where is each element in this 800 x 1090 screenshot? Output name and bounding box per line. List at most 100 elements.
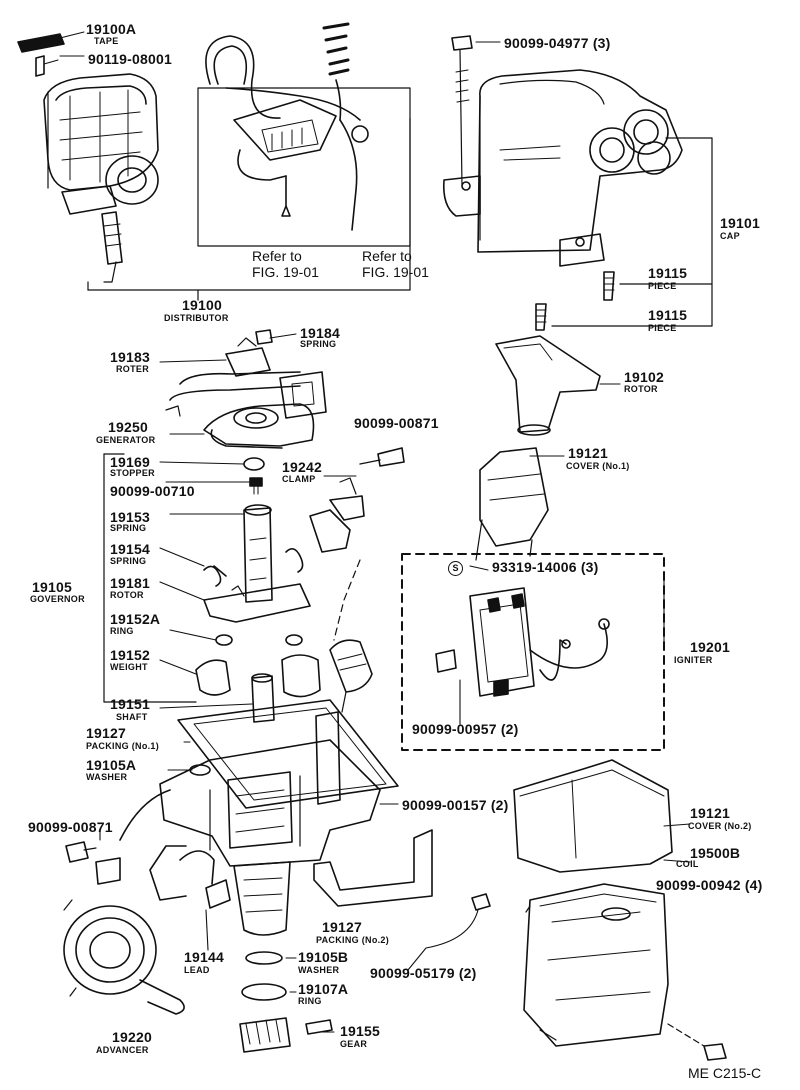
cover-no1-part-number: 19121: [568, 445, 608, 461]
screw-00710-part-number: 90099-00710: [110, 483, 195, 499]
lead-drawing: [119, 789, 231, 909]
bolt-00942-part-number: 90099-00942 (4): [656, 877, 763, 893]
distributor-part-number: 19100: [182, 297, 222, 313]
bolt-00871-drawing: [359, 447, 405, 467]
shaft-housing-drawing: [251, 673, 275, 723]
stopper-drawing: [243, 457, 265, 471]
refer-note-2-line2: FIG. 19-01: [362, 264, 429, 280]
bolt-08001-part-number: 90119-08001: [88, 51, 172, 67]
screw-00710-drawing: [249, 477, 263, 495]
governor-part-number: 19105: [32, 579, 72, 595]
gear-part-name: GEAR: [340, 1039, 368, 1049]
advancer-part-name: ADVANCER: [96, 1045, 149, 1055]
harness-drawing: [197, 22, 411, 247]
nut-leader: [407, 909, 479, 971]
bolt-00871b-part-number: 90099-00871: [28, 819, 113, 835]
distributor-assembly-drawing: [35, 55, 159, 283]
generator-drawing: [203, 371, 327, 449]
cap-bracket: [551, 137, 713, 327]
screw-93319-part-number: 93319-14006 (3): [492, 559, 599, 575]
lead-part-name: LEAD: [184, 965, 210, 975]
screw-04977-part-number: 90099-04977 (3): [504, 35, 611, 51]
spring-19184-part-name: SPRING: [300, 339, 337, 349]
gear-part-number: 19155: [340, 1023, 380, 1039]
igniter-part-name: IGNITER: [674, 655, 713, 665]
cover-no2-part-name: COVER (No.2): [688, 821, 752, 831]
packing-no1-part-number: 19127: [86, 725, 126, 741]
piece-a-part-name: PIECE: [648, 281, 677, 291]
refer-note-1-line2: FIG. 19-01: [252, 264, 319, 280]
weight-drawing: [195, 654, 321, 698]
piece-a-part-number: 19115: [648, 265, 688, 281]
nut-05179-drawing: [471, 893, 491, 911]
nut-05179-part-number: 90099-05179 (2): [370, 965, 477, 981]
refer-note-1-line1: Refer to: [252, 248, 302, 264]
roter-part-name: ROTER: [116, 364, 149, 374]
tape-part-name: TAPE: [94, 36, 119, 46]
packing-no1-part-name: PACKING (No.1): [86, 741, 160, 751]
ring-19107A-part-name: RING: [298, 996, 322, 1006]
rotor-19181-part-name: ROTOR: [110, 590, 144, 600]
piece-b-part-number: 19115: [648, 307, 688, 323]
cap-part-name: CAP: [720, 231, 740, 241]
bolt-00871b-drawing: [65, 841, 121, 885]
rotor-drawing: [495, 335, 601, 436]
ring-19152A-drawing: [215, 634, 303, 646]
cover-no2-drawing: [513, 759, 673, 873]
lead-part-number: 19144: [184, 949, 224, 965]
weight-part-name: WEIGHT: [110, 662, 148, 672]
packing-no1-drawing: [177, 699, 399, 809]
spring-19154-drawing: [203, 565, 227, 587]
distributor-cap-drawing: [442, 35, 683, 267]
ring-19107A-part-number: 19107A: [298, 981, 349, 997]
bolt-00157-part-number: 90099-00157 (2): [402, 797, 509, 813]
cap-piece-drawing: [535, 271, 615, 331]
housing-drawing: [159, 711, 381, 936]
washer-19105A-drawing: [189, 764, 211, 776]
tape-part-number: 19100A: [86, 21, 137, 37]
spring-19154-part-number: 19154: [110, 541, 150, 557]
igniter-part-number: 19201: [690, 639, 730, 655]
stopper-part-name: STOPPER: [110, 468, 155, 478]
packing-no2-drawing: [313, 829, 433, 907]
spring-19184-part-number: 19184: [300, 325, 340, 341]
governor-bracket: [103, 453, 197, 703]
s-mark-badge: S: [448, 559, 463, 576]
figure-code: ME C215-C: [688, 1065, 762, 1081]
cover-no1-part-name: COVER (No.1): [566, 461, 630, 471]
ring-19107A-drawing: [241, 983, 287, 1001]
clamp-part-number: 19242: [282, 459, 322, 475]
washer-19105B-drawing: [245, 951, 283, 965]
stopper-part-number: 19169: [110, 454, 150, 470]
generator-part-name: GENERATOR: [96, 435, 156, 445]
coil-part-name: COIL: [676, 859, 699, 869]
governor-part-name: GOVERNOR: [30, 594, 85, 604]
bolt-00957-part-number: 90099-00957 (2): [412, 721, 519, 737]
refer-note-2-line1: Refer to: [362, 248, 412, 264]
coil-drawing: [523, 883, 669, 1047]
igniter-drawing: [435, 587, 610, 697]
shaft-part-number: 19151: [110, 696, 150, 712]
advancer-drawing: [63, 899, 185, 1015]
gear-drawing: [239, 1017, 333, 1053]
igniter-dashed-box: [401, 553, 665, 751]
washer-19105A-part-name: WASHER: [86, 772, 128, 782]
packing-no2-part-number: 19127: [322, 919, 362, 935]
spring-19153-part-name: SPRING: [110, 523, 147, 533]
washer-19105B-part-number: 19105B: [298, 949, 349, 965]
coil-bolt-drawing: [667, 1023, 727, 1061]
generator-part-number: 19250: [108, 419, 148, 435]
cover-no2-part-number: 19121: [690, 805, 730, 821]
washer-19105B-part-name: WASHER: [298, 965, 340, 975]
roter-part-number: 19183: [110, 349, 150, 365]
governor-shaft-drawing: [243, 504, 273, 603]
cap-part-number: 19101: [720, 215, 760, 231]
clamp-drawing: [309, 477, 365, 553]
clamp-part-name: CLAMP: [282, 474, 316, 484]
shaft-part-name: SHAFT: [116, 712, 148, 722]
packing-no2-part-name: PACKING (No.2): [316, 935, 390, 945]
distributor-part-name: DISTRIBUTOR: [164, 313, 229, 323]
leader-lines: [59, 41, 691, 1033]
